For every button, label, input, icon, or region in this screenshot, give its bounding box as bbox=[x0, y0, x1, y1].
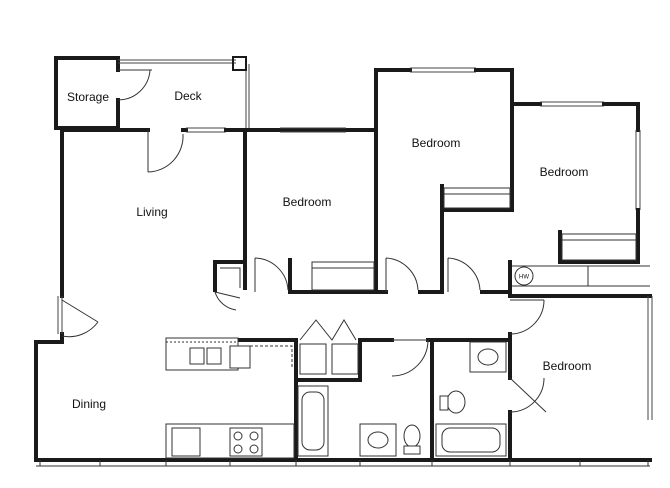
bath2-sink bbox=[477, 348, 499, 366]
bedroom4-window-right bbox=[647, 296, 653, 420]
counter-overhang bbox=[240, 345, 293, 368]
bath2-tub-basin bbox=[441, 427, 501, 453]
room-label-bedroom-1: Bedroom bbox=[283, 195, 332, 209]
room-labels: Storage Deck Living Bedroom Bedroom Bedr… bbox=[67, 89, 591, 411]
burner-4 bbox=[249, 444, 259, 454]
utility-shelf bbox=[512, 265, 650, 287]
bedroom3-wall-top-b bbox=[602, 102, 640, 132]
bedroom3-window-right bbox=[635, 130, 641, 210]
bath1-tub-basin bbox=[301, 391, 325, 451]
room-label-bedroom-3: Bedroom bbox=[540, 165, 589, 179]
bedroom2-closet bbox=[443, 187, 511, 209]
bedroom4-door bbox=[509, 299, 545, 335]
burner-2 bbox=[249, 431, 259, 441]
refrigerator bbox=[171, 427, 201, 457]
bedroom1-wall bbox=[288, 128, 378, 294]
utility-wall bbox=[480, 260, 512, 294]
room-label-living: Living bbox=[136, 205, 167, 219]
sink-bowl-left bbox=[189, 347, 205, 365]
bedroom3-closet bbox=[561, 233, 637, 261]
room-label-bedroom-2: Bedroom bbox=[412, 136, 461, 150]
closet-shelf bbox=[220, 267, 241, 288]
entry-door bbox=[61, 299, 99, 338]
sink-bowl-right bbox=[206, 347, 222, 365]
bath2-door bbox=[509, 377, 547, 413]
bath2-toilet-tank bbox=[439, 395, 449, 411]
bath2-toilet bbox=[446, 390, 466, 414]
burner-1 bbox=[233, 431, 243, 441]
bedroom3-wall-bottom bbox=[558, 208, 640, 264]
bedroom2-door bbox=[385, 257, 419, 292]
dishwasher bbox=[229, 345, 251, 369]
living-window-top bbox=[186, 127, 226, 133]
burner-3 bbox=[233, 444, 243, 454]
room-label-deck: Deck bbox=[174, 89, 202, 103]
bedroom2-wall-right bbox=[440, 102, 514, 212]
bath1-toilet bbox=[403, 424, 421, 448]
bedroom1-closet bbox=[311, 261, 375, 291]
bath1-toilet-tank bbox=[403, 445, 421, 455]
walls bbox=[34, 56, 653, 467]
laundry-bifold-door bbox=[299, 319, 357, 341]
water-heater-label: HW bbox=[519, 275, 529, 281]
bedroom3-window bbox=[540, 101, 604, 107]
room-label-dining: Dining bbox=[72, 397, 106, 411]
dining-wall-step bbox=[34, 332, 64, 344]
closet-door bbox=[214, 291, 241, 311]
room-label-bedroom-4: Bedroom bbox=[543, 359, 592, 373]
storage-door bbox=[117, 69, 152, 101]
closet-wall bbox=[213, 260, 247, 290]
bedroom2-wall-top-b bbox=[474, 68, 514, 106]
dryer bbox=[331, 343, 359, 375]
living-door-frame bbox=[57, 296, 63, 334]
room-label-storage: Storage bbox=[67, 90, 109, 104]
fixtures bbox=[165, 266, 534, 459]
bedroom2-window bbox=[410, 67, 476, 73]
living-deck-door bbox=[147, 130, 184, 173]
washer bbox=[299, 343, 327, 375]
bedroom1-window-top bbox=[280, 127, 346, 133]
doors bbox=[61, 69, 547, 413]
deck-railing-right bbox=[245, 64, 250, 130]
bedroom3-door bbox=[447, 257, 481, 292]
storage-wall-top-left bbox=[54, 56, 120, 130]
water-heater bbox=[514, 266, 534, 286]
bedroom1-door bbox=[254, 257, 289, 292]
bath1-door bbox=[391, 339, 429, 377]
bath1-sink bbox=[367, 431, 389, 449]
deck-post bbox=[232, 56, 247, 71]
exterior-wall-ticks bbox=[39, 460, 649, 466]
bedroom2-lower-wall bbox=[418, 210, 444, 294]
deck-railing-top bbox=[118, 59, 236, 64]
